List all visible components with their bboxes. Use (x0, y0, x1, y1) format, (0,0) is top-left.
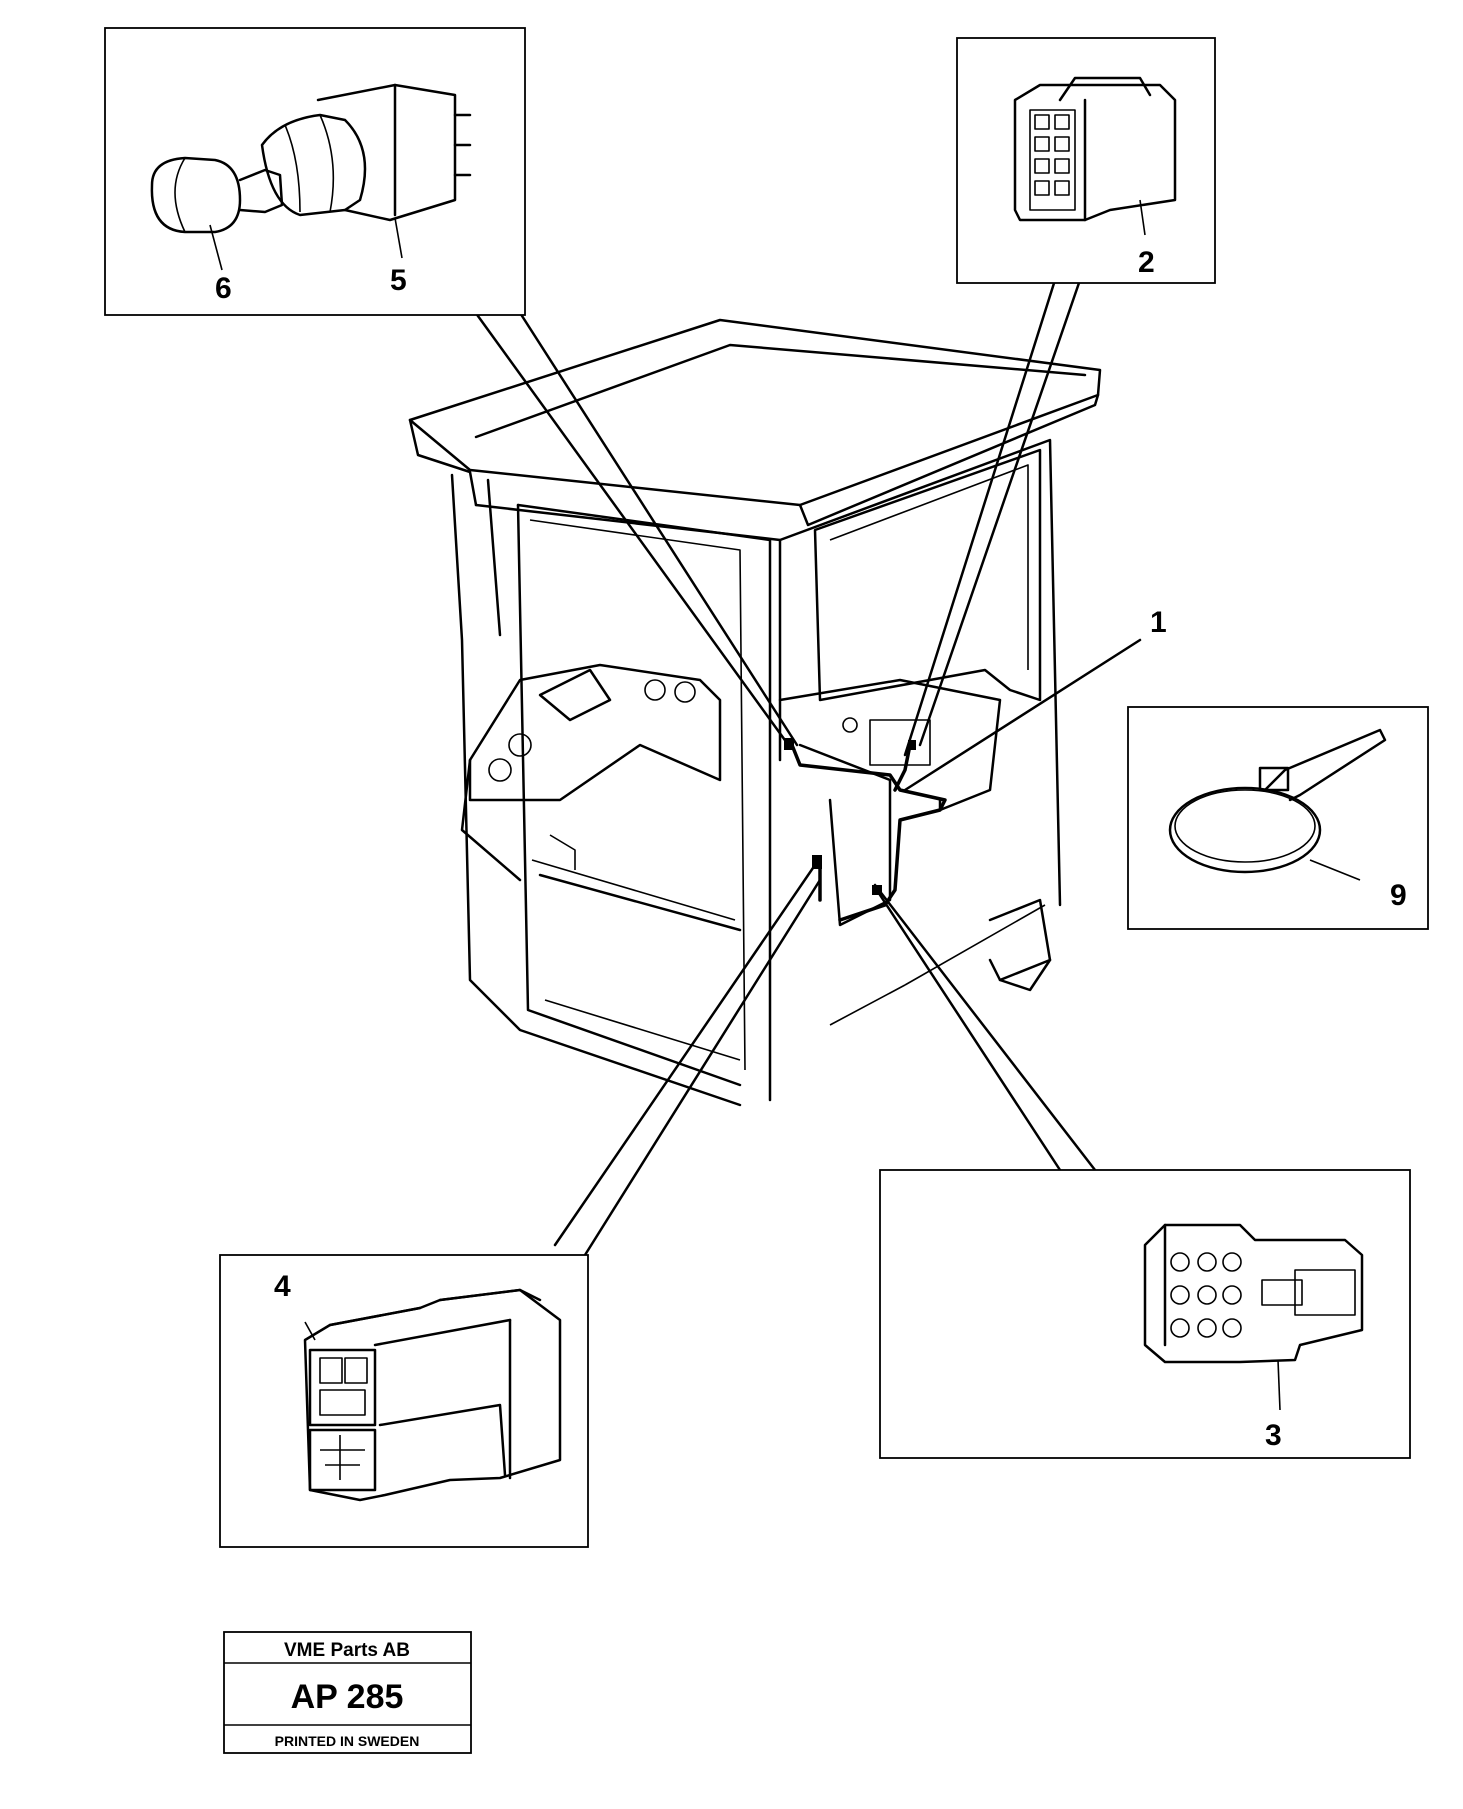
detail-box-cable-tie: 9 (1127, 706, 1429, 930)
detail-box-connector-2: 2 (956, 37, 1216, 284)
stamp-company: VME Parts AB (284, 1640, 410, 1661)
stamp-code: AP 285 (291, 1678, 404, 1716)
detail-box-connector-4: 4 (219, 1254, 589, 1548)
title-stamp: VME Parts AB AP 285 PRINTED IN SWEDEN (223, 1631, 472, 1754)
callout-9: 9 (1390, 879, 1407, 912)
callout-6: 6 (215, 272, 232, 305)
callout-1: 1 (1150, 606, 1167, 639)
callout-2: 2 (1138, 246, 1155, 279)
detail-box-connector-3: 3 (879, 1169, 1411, 1459)
callout-5: 5 (390, 264, 407, 297)
callout-3: 3 (1265, 1419, 1282, 1452)
connector-pin-grid (1034, 114, 1070, 196)
cab-illustration (408, 278, 1142, 1257)
detail-box-switch: 6 5 (104, 27, 526, 316)
connector-pin-holes (1170, 1252, 1242, 1338)
callout-4: 4 (274, 1270, 291, 1303)
stamp-printed: PRINTED IN SWEDEN (275, 1733, 420, 1749)
